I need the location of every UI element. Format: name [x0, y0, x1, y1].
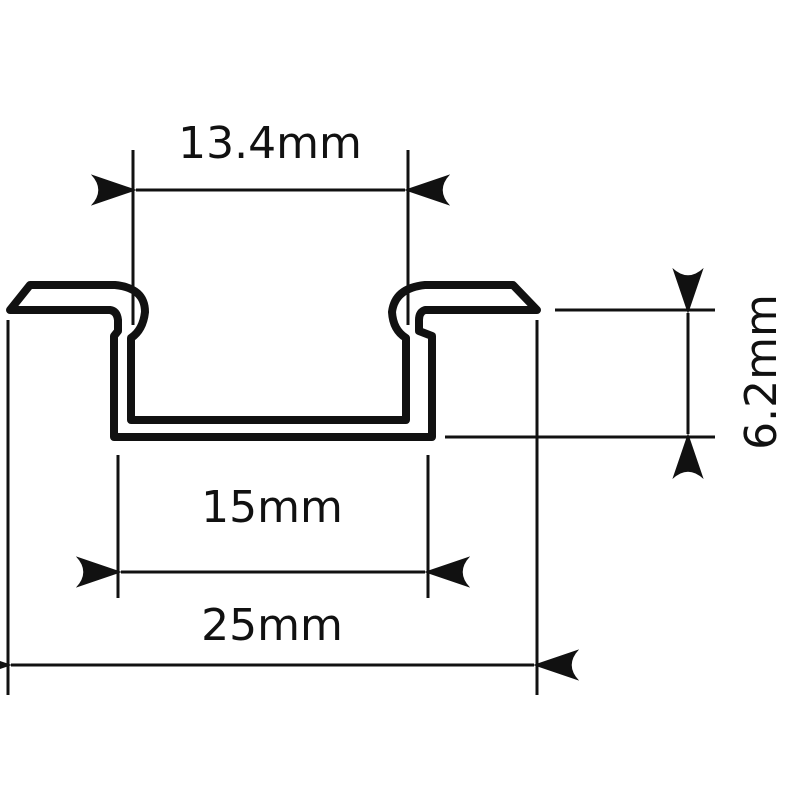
- channel-width-dimension: [75, 455, 471, 598]
- height-label: 6.2mm: [736, 294, 787, 450]
- height-dimension: [445, 267, 715, 480]
- inner-width-dimension: [90, 150, 451, 325]
- total-width-label: 25mm: [201, 600, 343, 651]
- total-width-dimension: [0, 320, 580, 695]
- profile-outline: [6, 281, 541, 441]
- channel-width-label: 15mm: [201, 482, 343, 533]
- inner-width-label: 13.4mm: [178, 118, 362, 169]
